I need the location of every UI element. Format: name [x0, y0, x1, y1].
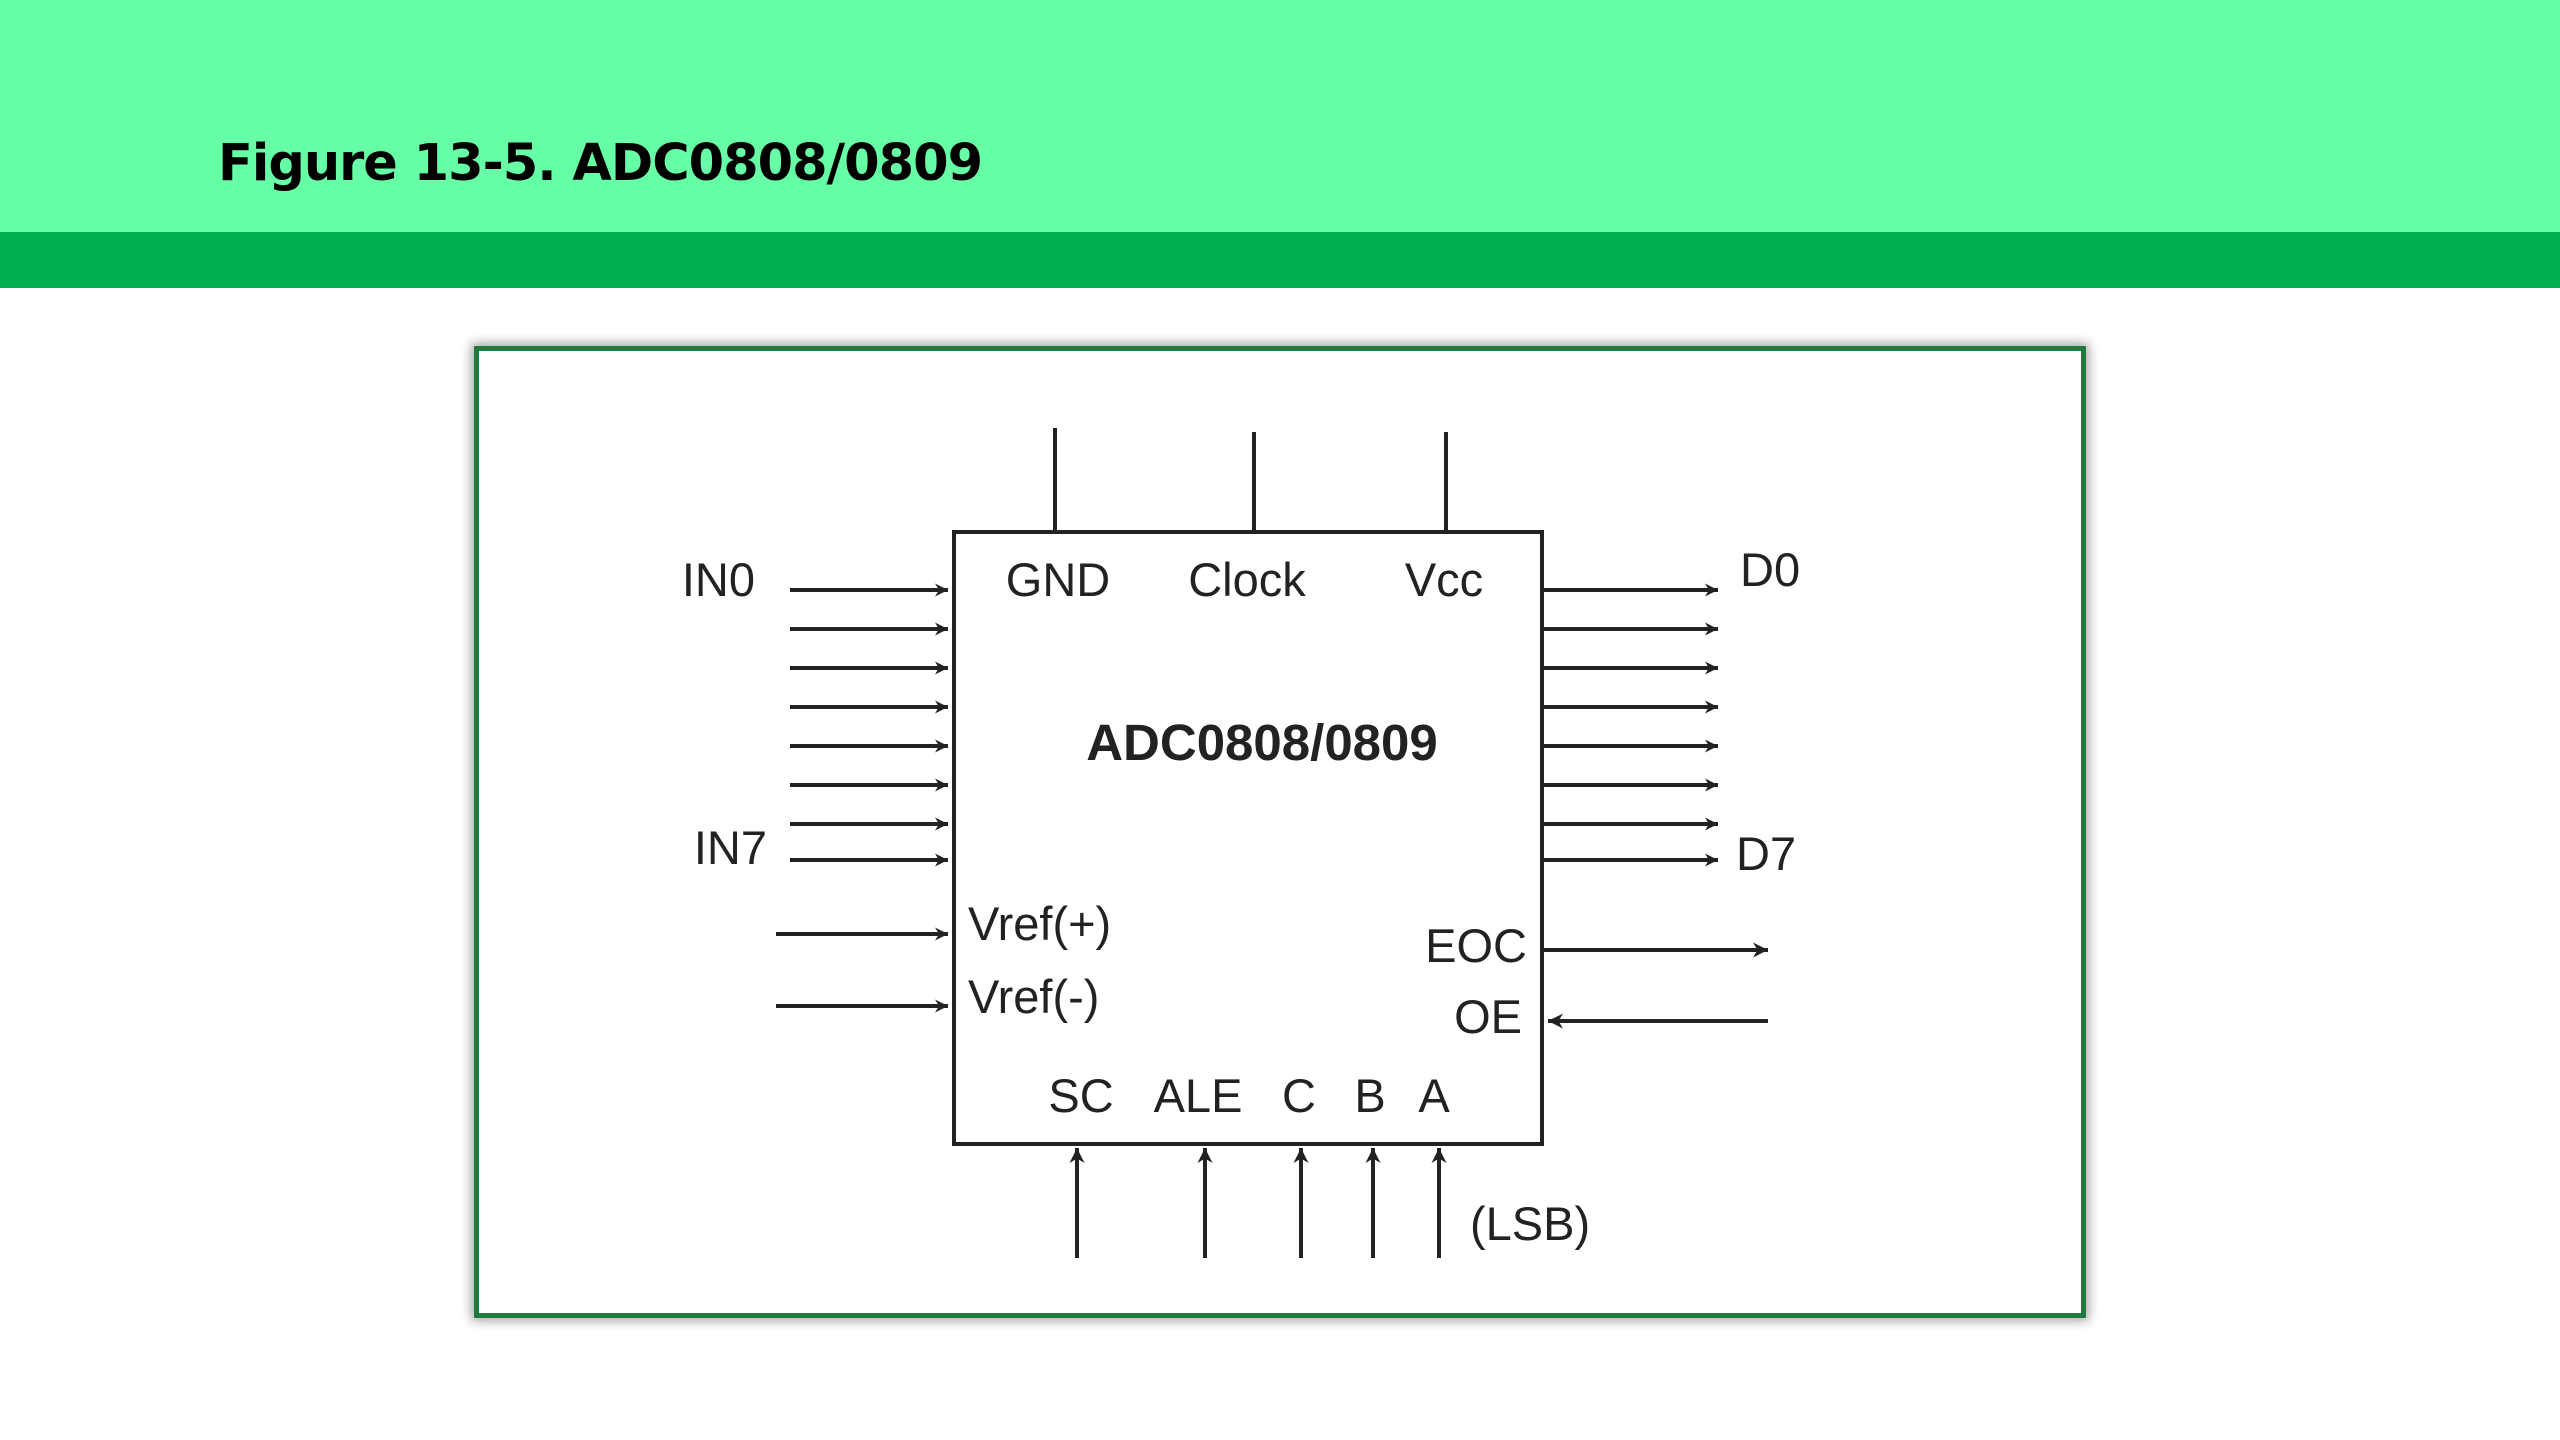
- figure-frame: [474, 346, 2086, 1318]
- in7-label: IN7: [694, 821, 767, 874]
- header-band: [0, 0, 2560, 232]
- sc-label: SC: [1048, 1069, 1113, 1122]
- clock-label: Clock: [1188, 553, 1306, 606]
- vcc-label: Vcc: [1405, 553, 1483, 606]
- slide-title: Figure 13-5. ADC0808/0809: [218, 134, 983, 193]
- oe-label: OE: [1454, 990, 1522, 1043]
- lsb-label: (LSB): [1470, 1197, 1590, 1250]
- chip-body: [952, 530, 1544, 1146]
- in0-label: IN0: [682, 553, 755, 606]
- gnd-label: GND: [1006, 553, 1110, 606]
- vref-plus-label: Vref(+): [968, 897, 1111, 950]
- c-label: C: [1282, 1069, 1316, 1122]
- chip-name: ADC0808/0809: [1086, 714, 1438, 771]
- a-label: A: [1418, 1069, 1450, 1122]
- eoc-label: EOC: [1425, 919, 1527, 972]
- d7-label: D7: [1736, 827, 1796, 880]
- digital-output-arrows: [1542, 583, 1718, 867]
- address-control-arrows: [1069, 1148, 1447, 1258]
- vref-minus-label: Vref(-): [968, 970, 1099, 1023]
- header-rule: [0, 232, 2560, 288]
- d0-label: D0: [1740, 543, 1800, 596]
- b-label: B: [1354, 1069, 1385, 1122]
- ale-label: ALE: [1154, 1069, 1243, 1122]
- analog-input-arrows: [790, 583, 948, 867]
